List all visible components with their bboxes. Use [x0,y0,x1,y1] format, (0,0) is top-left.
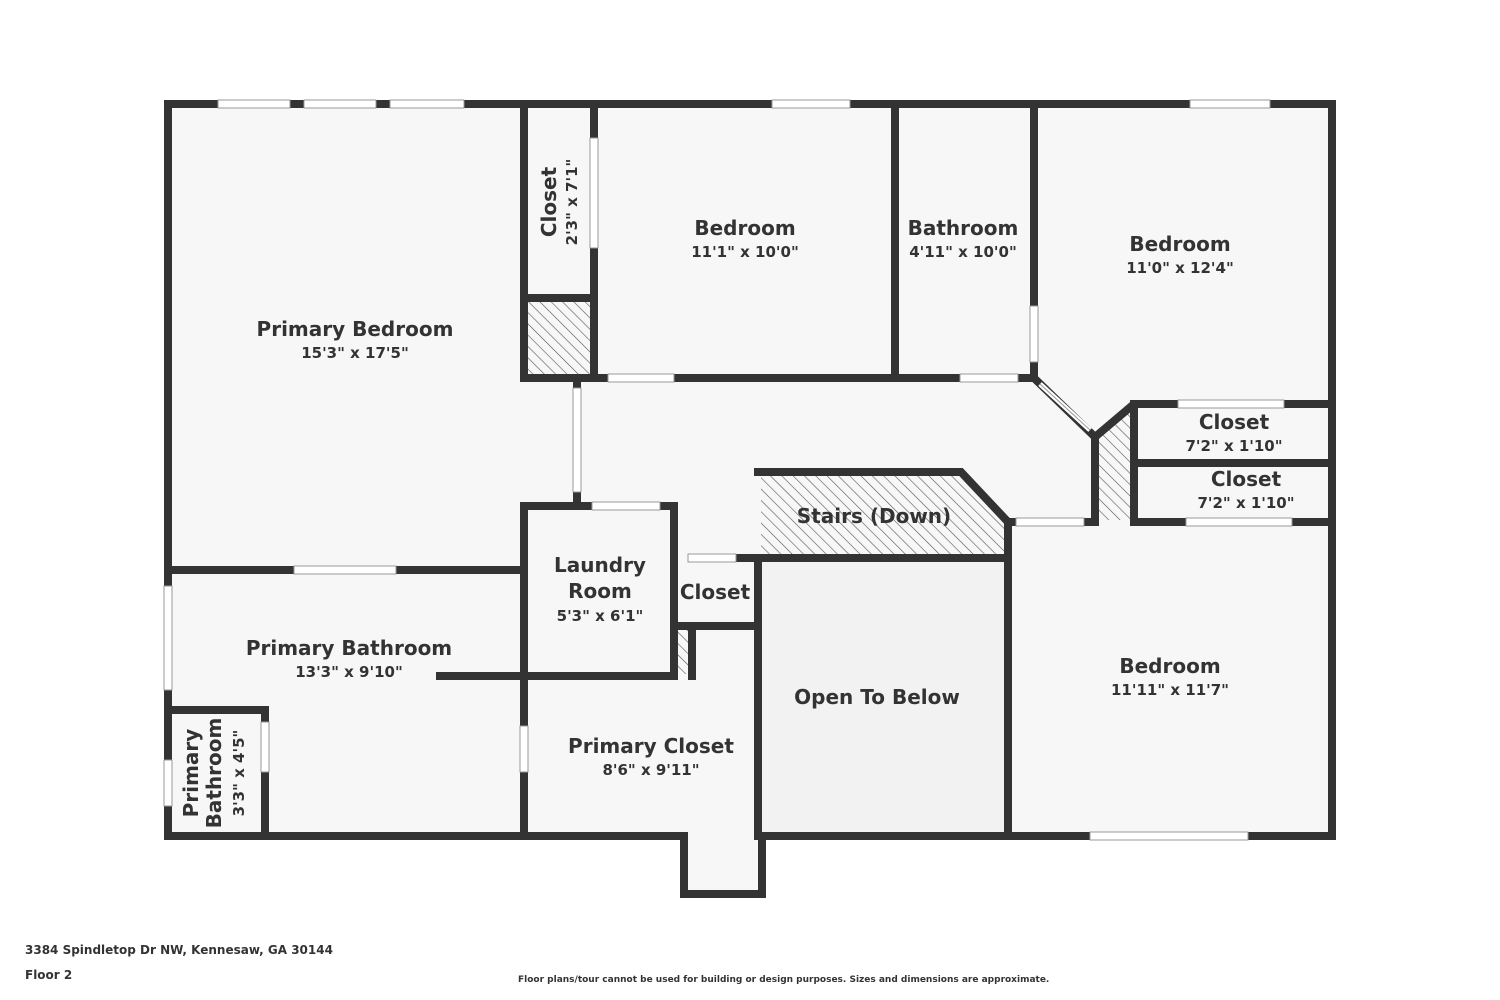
room-name-closet-lower: Closet [1211,467,1282,491]
door-closet-lower [1185,517,1293,527]
room-dims-half-bath: 3'3" x 4'5" [230,730,248,817]
half-bath-walls [164,706,269,840]
room-name-small-closet: Closet [537,166,561,237]
window-primary-2 [303,99,377,109]
room-name-bathroom: Bathroom [908,216,1019,240]
half-bath-label: Primary Bathroom 3'3" x 4'5" [179,718,248,829]
chase-hatch [528,301,592,376]
room-dims-small-closet: 2'3" x 7'1" [563,159,581,246]
exterior-wall [164,100,1336,898]
door-primary-bathroom [293,565,397,575]
room-name-half-bath-line1: Primary [179,729,203,818]
room-labels: Primary Bedroom 15'3" x 17'5" Closet 2'3… [179,159,1295,829]
window-half-bath [163,759,173,807]
hatched-areas [528,301,1134,674]
room-dims-laundry: 5'3" x 6'1" [557,607,644,625]
room-name-bedroom-2: Bedroom [1129,232,1230,256]
window-bedroom-3 [1089,831,1249,841]
door-half-bath [260,721,270,773]
door-bathroom [959,373,1019,383]
door-bedroom-2 [1029,305,1039,363]
closet-bump-floor [684,834,758,894]
door-primary-closet [519,725,529,773]
room-name-laundry-line1: Laundry [554,553,646,577]
window-bedroom-1 [771,99,851,109]
door-diagonal-hall-edge [1039,383,1091,431]
open-to-below-area [762,560,1006,832]
room-name-bedroom-1: Bedroom [694,216,795,240]
openings [163,99,1293,841]
primary-bedroom-wall-east [520,100,1034,382]
door-hall-closet [687,553,737,563]
small-closet-label: Closet 2'3" x 7'1" [537,159,581,246]
closet-chase-hatch [1098,406,1134,520]
room-name-hall-closet: Closet [680,580,751,604]
door-small-closet [589,137,599,249]
room-dims-closet-lower: 7'2" x 1'10" [1197,494,1294,512]
room-name-primary-closet: Primary Closet [568,734,734,758]
window-primary-bathroom [163,585,173,691]
window-bedroom-2 [1189,99,1271,109]
room-dims-bedroom-3: 11'11" x 11'7" [1111,681,1229,699]
room-dims-primary-closet: 8'6" x 9'11" [602,761,699,779]
room-dims-primary-bathroom: 13'3" x 9'10" [295,663,403,681]
room-dims-closet-upper: 7'2" x 1'10" [1185,437,1282,455]
stairs-wall [754,468,1012,840]
laundry-chase-hatch [676,628,690,674]
room-dims-bedroom-2: 11'0" x 12'4" [1126,259,1234,277]
stairs-hatch [761,472,1008,556]
room-dims-bedroom-1: 11'1" x 10'0" [691,243,799,261]
floor-label: Floor 2 [25,968,73,982]
room-name-open-to-below: Open To Below [794,685,960,709]
door-bedroom-1 [607,373,675,383]
room-name-primary-bathroom: Primary Bathroom [246,636,452,660]
disclaimer-text: Floor plans/tour cannot be used for buil… [518,975,1050,985]
door-laundry [591,501,661,511]
window-primary-3 [389,99,465,109]
door-closet-upper [1177,399,1285,409]
room-name-laundry-line2: Room [568,579,632,603]
room-dims-bathroom: 4'11" x 10'0" [909,243,1017,261]
door-bedroom-3 [1015,517,1085,527]
room-name-half-bath-line2: Bathroom [202,718,226,829]
room-name-closet-upper: Closet [1199,410,1270,434]
room-name-bedroom-3: Bedroom [1119,654,1220,678]
room-dims-primary-bedroom: 15'3" x 17'5" [301,344,409,362]
door-primary-bedroom [572,387,582,493]
room-name-stairs: Stairs (Down) [797,504,951,528]
property-address: 3384 Spindletop Dr NW, Kennesaw, GA 3014… [25,943,333,957]
main-floor [168,104,1332,836]
room-name-primary-bedroom: Primary Bedroom [257,317,454,341]
window-primary-1 [217,99,291,109]
